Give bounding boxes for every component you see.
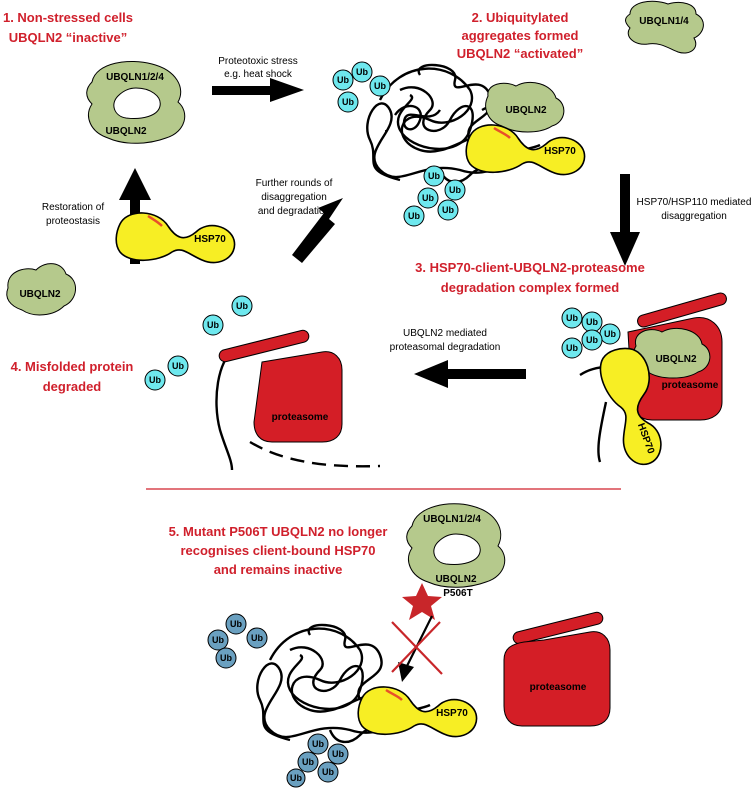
svg-text:recognises client-bound HSP70: recognises client-bound HSP70	[180, 543, 375, 558]
svg-text:Ub: Ub	[322, 767, 334, 777]
svg-text:Restoration of: Restoration of	[42, 202, 104, 213]
svg-text:and remains inactive: and remains inactive	[214, 562, 343, 577]
svg-text:disaggregation: disaggregation	[261, 192, 327, 203]
svg-text:Ub: Ub	[337, 75, 349, 85]
svg-text:e.g. heat shock: e.g. heat shock	[224, 69, 293, 80]
svg-text:proteostasis: proteostasis	[46, 216, 100, 227]
svg-text:HSP70: HSP70	[544, 146, 576, 157]
svg-text:proteasome: proteasome	[530, 682, 587, 693]
svg-text:2. Ubiquitylated: 2. Ubiquitylated	[472, 10, 569, 25]
svg-text:5. Mutant P506T UBQLN2 no long: 5. Mutant P506T UBQLN2 no longer	[169, 524, 388, 539]
svg-text:·: ·	[384, 126, 387, 137]
svg-text:proteasomal degradation: proteasomal degradation	[390, 342, 501, 353]
blocked-arrow	[391, 615, 443, 682]
svg-text:Ub: Ub	[207, 320, 219, 330]
svg-text:degradation complex formed: degradation complex formed	[441, 280, 619, 295]
svg-text:Ub: Ub	[356, 67, 368, 77]
svg-text:Ub: Ub	[212, 635, 224, 645]
svg-text:HSP70/HSP110 mediated: HSP70/HSP110 mediated	[637, 197, 752, 208]
step4-degraded: Ub Ub Ub Ub proteasome	[144, 295, 381, 471]
stress-arrow: Proteotoxic stress e.g. heat shock	[212, 56, 304, 102]
svg-text:Further rounds of: Further rounds of	[256, 178, 333, 189]
svg-text:UBQLN2 “inactive”: UBQLN2 “inactive”	[9, 30, 127, 45]
svg-text:Ub: Ub	[566, 343, 578, 353]
svg-text:Ub: Ub	[586, 335, 598, 345]
step3-complex: proteasome UBQLN2 HSP70 Ub Ub Ub Ub Ub	[561, 292, 727, 471]
step3-title: 3. HSP70-client-UBQLN2-proteasome degrad…	[415, 260, 645, 295]
svg-text:UBQLN2 “activated”: UBQLN2 “activated”	[457, 46, 583, 61]
hsp70-step2: HSP70	[465, 124, 586, 176]
svg-text:Ub: Ub	[312, 739, 324, 749]
svg-text:Ub: Ub	[332, 749, 344, 759]
svg-text:Ub: Ub	[422, 193, 434, 203]
svg-text:UBQLN2: UBQLN2	[505, 105, 547, 116]
ubqln2-bound: UBQLN2	[485, 82, 565, 133]
svg-text:proteasome: proteasome	[272, 412, 329, 423]
svg-text:HSP70: HSP70	[436, 708, 468, 719]
svg-text:degraded: degraded	[43, 379, 102, 394]
svg-text:UBQLN2: UBQLN2	[105, 126, 147, 137]
svg-text:3. HSP70-client-UBQLN2-proteas: 3. HSP70-client-UBQLN2-proteasome	[415, 260, 645, 275]
step5-title: 5. Mutant P506T UBQLN2 no longer recogni…	[169, 524, 388, 577]
svg-text:Ub: Ub	[342, 97, 354, 107]
svg-text:Ub: Ub	[149, 375, 161, 385]
step4-title: 4. Misfolded protein degraded	[11, 359, 134, 394]
svg-text:UBQLN2: UBQLN2	[19, 289, 61, 300]
svg-text:HSP70: HSP70	[194, 234, 226, 245]
svg-text:P506T: P506T	[443, 588, 472, 599]
further-rounds-arrow: Further rounds of disaggregation and deg…	[256, 178, 343, 263]
ub-chain-step2-top: Ub Ub Ub Ub	[332, 61, 391, 113]
svg-text:UBQLN1/4: UBQLN1/4	[639, 16, 689, 27]
svg-text:disaggregation: disaggregation	[661, 211, 727, 222]
ubqln-ring-inactive: UBQLN1/2/4 UBQLN2	[86, 61, 186, 144]
step2-title: 2. Ubiquitylated aggregates formed UBQLN…	[457, 10, 583, 61]
svg-text:Ub: Ub	[566, 313, 578, 323]
svg-text:Ub: Ub	[290, 773, 302, 783]
svg-text:UBQLN2: UBQLN2	[655, 354, 697, 365]
svg-text:1. Non-stressed cells: 1. Non-stressed cells	[3, 10, 133, 25]
hsp70-step5: HSP70	[357, 686, 478, 738]
svg-text:Ub: Ub	[442, 205, 454, 215]
svg-text:and degradation: and degradation	[258, 206, 330, 217]
svg-text:UBQLN1/2/4: UBQLN1/2/4	[106, 72, 164, 83]
ubqln14-free: UBQLN1/4	[625, 0, 704, 54]
svg-text:Ub: Ub	[586, 317, 598, 327]
svg-text:4. Misfolded protein: 4. Misfolded protein	[11, 359, 134, 374]
mutation-star-icon	[402, 583, 442, 620]
ub-chain-step5-bottom: Ub Ub Ub Ub Ub	[286, 733, 349, 788]
svg-text:Proteotoxic stress: Proteotoxic stress	[218, 56, 297, 67]
svg-text:UBQLN2 mediated: UBQLN2 mediated	[403, 328, 487, 339]
svg-text:Ub: Ub	[604, 329, 616, 339]
ubqln2-free: UBQLN2	[6, 263, 76, 316]
ub-chain-step2-bottom: Ub Ub Ub Ub Ub	[403, 165, 466, 227]
svg-text:Ub: Ub	[374, 81, 386, 91]
degradation-arrow: UBQLN2 mediated proteasomal degradation	[390, 328, 526, 388]
svg-text:UBQLN1/2/4: UBQLN1/2/4	[423, 514, 481, 525]
svg-text:UBQLN2: UBQLN2	[435, 574, 477, 585]
svg-text:Ub: Ub	[236, 301, 248, 311]
svg-text:Ub: Ub	[302, 757, 314, 767]
svg-text:Ub: Ub	[251, 633, 263, 643]
ub-chain-step5-top: Ub Ub Ub Ub	[207, 613, 268, 669]
hsp70-free: HSP70	[115, 212, 236, 264]
svg-text:Ub: Ub	[220, 653, 232, 663]
svg-text:aggregates formed: aggregates formed	[461, 28, 578, 43]
svg-text:Ub: Ub	[428, 171, 440, 181]
svg-text:Ub: Ub	[172, 361, 184, 371]
svg-text:proteasome: proteasome	[662, 380, 719, 391]
step1-title: 1. Non-stressed cells UBQLN2 “inactive”	[3, 10, 133, 45]
svg-text:Ub: Ub	[449, 185, 461, 195]
disaggregation-arrow: HSP70/HSP110 mediated disaggregation	[610, 174, 751, 266]
ubqln-ring-mutant: UBQLN1/2/4 UBQLN2 P506T	[406, 503, 506, 599]
svg-text:Ub: Ub	[230, 619, 242, 629]
proteasome-step5: proteasome	[503, 611, 611, 727]
svg-text:Ub: Ub	[408, 211, 420, 221]
